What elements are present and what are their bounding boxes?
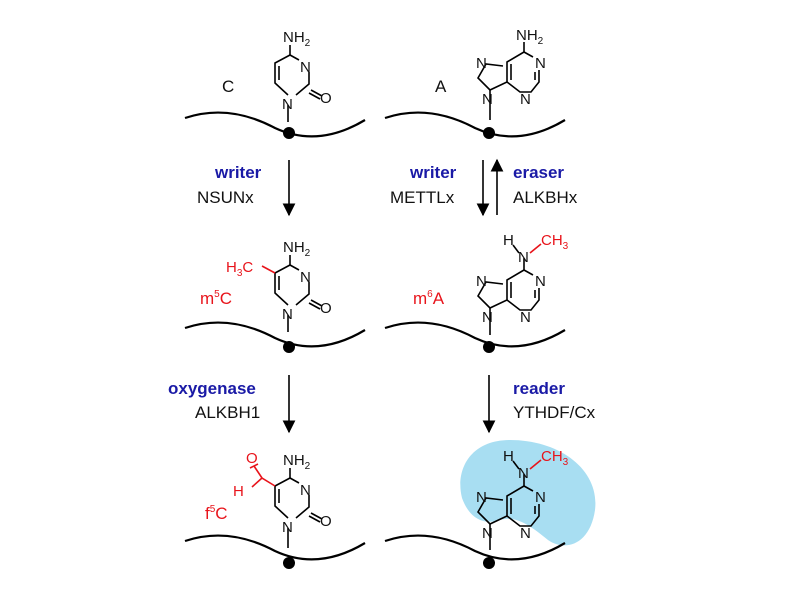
rna-strand bbox=[184, 534, 366, 561]
rna-strand bbox=[184, 111, 366, 138]
svg-text:N: N bbox=[518, 249, 529, 266]
svg-text:N: N bbox=[476, 55, 487, 72]
adenine-structure: NH2 N N N N bbox=[476, 27, 546, 120]
svg-text:N: N bbox=[282, 519, 293, 536]
svg-text:O: O bbox=[320, 90, 332, 107]
svg-text:H: H bbox=[233, 483, 244, 500]
role-eraser: eraser bbox=[513, 163, 564, 182]
svg-text:O: O bbox=[320, 300, 332, 317]
role-oxygenase: oxygenase bbox=[168, 379, 256, 398]
rna-strand bbox=[384, 321, 566, 348]
m6a-bound-structure: H N CH3 N N N N bbox=[476, 448, 569, 550]
svg-text:N: N bbox=[535, 489, 546, 506]
svg-text:N: N bbox=[300, 59, 311, 76]
rna-strand bbox=[184, 321, 366, 348]
svg-text:N: N bbox=[520, 525, 531, 542]
ribose-dot bbox=[283, 557, 295, 569]
svg-text:N: N bbox=[520, 91, 531, 108]
svg-text:N: N bbox=[535, 273, 546, 290]
base-label-c: C bbox=[222, 77, 234, 96]
svg-text:CH3: CH3 bbox=[541, 232, 569, 252]
ribose-dot bbox=[283, 127, 295, 139]
svg-text:N: N bbox=[482, 309, 493, 326]
ribose-dot bbox=[483, 557, 495, 569]
svg-text:NH2: NH2 bbox=[516, 27, 544, 47]
ribose-dot bbox=[483, 341, 495, 353]
svg-text:N: N bbox=[476, 273, 487, 290]
enzyme-alkbhx: ALKBHx bbox=[513, 188, 578, 207]
f5c-structure: O H NH2 N N O bbox=[233, 450, 332, 548]
svg-text:H: H bbox=[503, 232, 514, 249]
svg-text:N: N bbox=[282, 306, 293, 323]
role-writer-right: writer bbox=[409, 163, 457, 182]
enzyme-alkbh1: ALKBH1 bbox=[195, 403, 260, 422]
enzyme-nsunx: NSUNx bbox=[197, 188, 254, 207]
svg-text:N: N bbox=[300, 482, 311, 499]
svg-text:N: N bbox=[482, 525, 493, 542]
m5c-structure: NH2 N N O H3C bbox=[226, 239, 332, 332]
rna-strand bbox=[384, 534, 566, 561]
enzyme-ythdf: YTHDF/Cx bbox=[513, 403, 596, 422]
svg-text:N: N bbox=[282, 96, 293, 113]
svg-text:O: O bbox=[246, 450, 258, 467]
svg-text:N: N bbox=[476, 489, 487, 506]
svg-text:CH3: CH3 bbox=[541, 448, 569, 468]
m6a-structure: H N CH3 N N N N bbox=[476, 232, 569, 335]
svg-text:O: O bbox=[320, 513, 332, 530]
svg-text:H3C: H3C bbox=[226, 259, 253, 279]
mod-label-m6a: m6A bbox=[413, 289, 445, 308]
svg-text:N: N bbox=[520, 309, 531, 326]
mod-label-m5c: m5C bbox=[200, 289, 232, 308]
svg-text:H: H bbox=[503, 448, 514, 465]
reader-protein-blob bbox=[460, 440, 596, 546]
ribose-dot bbox=[483, 127, 495, 139]
svg-text:NH2: NH2 bbox=[283, 452, 311, 472]
svg-text:NH2: NH2 bbox=[283, 29, 311, 49]
enzyme-mettlx: METTLx bbox=[390, 188, 455, 207]
cytosine-structure: NH2 N N O bbox=[274, 29, 332, 122]
role-writer: writer bbox=[214, 163, 262, 182]
ribose-dot bbox=[283, 341, 295, 353]
svg-text:NH2: NH2 bbox=[283, 239, 311, 259]
role-reader: reader bbox=[513, 379, 565, 398]
svg-text:N: N bbox=[518, 465, 529, 482]
svg-text:N: N bbox=[300, 269, 311, 286]
base-label-a: A bbox=[435, 77, 447, 96]
svg-text:N: N bbox=[535, 55, 546, 72]
svg-text:N: N bbox=[482, 91, 493, 108]
mod-label-f5c: f5C bbox=[205, 504, 228, 523]
rna-strand bbox=[384, 111, 566, 138]
